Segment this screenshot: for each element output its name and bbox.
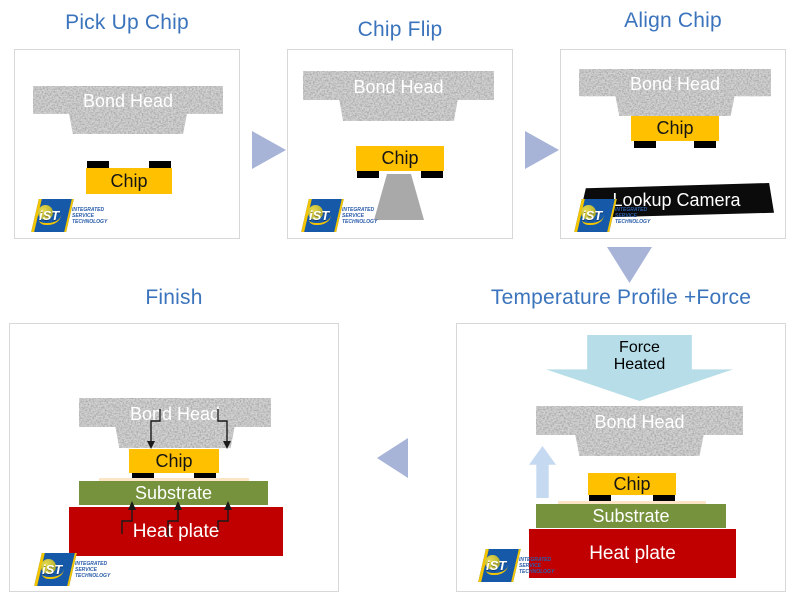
arrow-left-icon — [377, 438, 408, 478]
substrate-label: Substrate — [592, 505, 670, 526]
substrate: Substrate — [79, 481, 268, 505]
ist-logo: iST INTEGRATED SERVICE TECHNOLOGY — [34, 553, 126, 587]
bond-head-label: Bond Head — [594, 411, 685, 432]
ist-logo-caption: INTEGRATED SERVICE TECHNOLOGY — [75, 561, 111, 579]
chip-label: Chip — [110, 170, 148, 191]
ist-logo-text: iST — [42, 562, 65, 579]
arrow-down-icon — [607, 247, 652, 283]
chip: Chip — [86, 161, 172, 194]
heat-plate-label: Heat plate — [132, 520, 220, 542]
bond-head-label: Bond Head — [82, 90, 174, 111]
heat-plate-label: Heat plate — [589, 542, 676, 564]
force-label: Force — [619, 339, 660, 356]
bond-head-label: Bond Head — [629, 73, 721, 94]
chip-pad — [87, 161, 109, 168]
ist-logo: iST INTEGRATED SERVICE TECHNOLOGY — [31, 199, 123, 233]
step-title-pick-up-chip: Pick Up Chip — [65, 11, 189, 34]
step-title-finish: Finish — [145, 286, 203, 309]
chip-pad — [357, 171, 379, 178]
chip-pad — [589, 495, 611, 502]
ist-logo-text: iST — [309, 208, 332, 225]
chip-pad — [694, 141, 716, 148]
panel-temperature-profile-force: Force Heated Bond Head Chip Substrate He… — [456, 323, 786, 592]
chip-pad — [653, 495, 675, 502]
chip-pad — [421, 171, 443, 178]
ist-logo-caption: INTEGRATED SERVICE TECHNOLOGY — [519, 557, 555, 575]
bond-head-label: Bond Head — [353, 76, 444, 97]
chip-pad — [634, 141, 656, 148]
heat-plate: Heat plate — [69, 507, 283, 556]
step-title-temperature-profile: Temperature Profile +Force — [490, 286, 752, 309]
ist-logo: iST INTEGRATED SERVICE TECHNOLOGY — [301, 199, 393, 233]
chip-pad — [149, 161, 171, 168]
solder-strip — [558, 501, 706, 506]
step-title-align-chip: Align Chip — [624, 9, 722, 32]
bond-head: Bond Head — [579, 69, 771, 116]
force-heated-arrow: Force Heated — [546, 335, 733, 401]
chip: Chip — [631, 116, 719, 148]
bond-head: Bond Head — [536, 406, 743, 456]
ist-logo-text: iST — [486, 558, 509, 575]
arrow-right-icon — [252, 131, 286, 169]
ist-logo-text: iST — [39, 208, 62, 225]
substrate-label: Substrate — [134, 482, 213, 503]
panel-pick-up-chip: Bond Head Chip iST INTEGRATED SERVICE TE… — [14, 49, 240, 239]
chip-pad — [132, 473, 154, 480]
ist-logo-caption: INTEGRATED SERVICE TECHNOLOGY — [72, 207, 108, 225]
chip: Chip — [588, 473, 676, 502]
heated-label: Heated — [613, 356, 666, 373]
bond-head: Bond Head — [303, 71, 494, 121]
bond-head: Bond Head — [79, 398, 271, 448]
ist-logo-caption: INTEGRATED SERVICE TECHNOLOGY — [342, 207, 378, 225]
heat-plate: Heat plate — [529, 529, 736, 578]
panel-finish: Bond Head Chip Substrate Heat plate — [9, 323, 339, 592]
arrow-right-icon — [525, 131, 559, 169]
substrate: Substrate — [536, 504, 726, 528]
ist-logo: iST INTEGRATED SERVICE TECHNOLOGY — [574, 199, 666, 233]
ist-logo-text: iST — [582, 208, 605, 225]
chip-label: Chip — [613, 473, 651, 494]
chip-label: Chip — [381, 148, 419, 168]
chip: Chip — [129, 449, 219, 480]
lookup-camera-label: Lookup Camera — [612, 190, 741, 210]
chip-pad — [194, 473, 216, 480]
panel-align-chip: Bond Head Chip Lookup Camera iST INTEGRA… — [560, 49, 786, 239]
chip: Chip — [356, 146, 444, 178]
bond-head-label: Bond Head — [129, 403, 221, 424]
step-title-chip-flip: Chip Flip — [357, 18, 443, 41]
ist-logo-caption: INTEGRATED SERVICE TECHNOLOGY — [615, 207, 651, 225]
ist-logo: iST INTEGRATED SERVICE TECHNOLOGY — [478, 549, 570, 583]
chip-label: Chip — [155, 450, 193, 471]
solder-strip — [99, 478, 249, 483]
chip-label: Chip — [656, 118, 694, 138]
panel-chip-flip: Bond Head Chip iST INTEGRATED SERVICE TE… — [287, 49, 513, 239]
bond-head: Bond Head — [33, 86, 223, 134]
